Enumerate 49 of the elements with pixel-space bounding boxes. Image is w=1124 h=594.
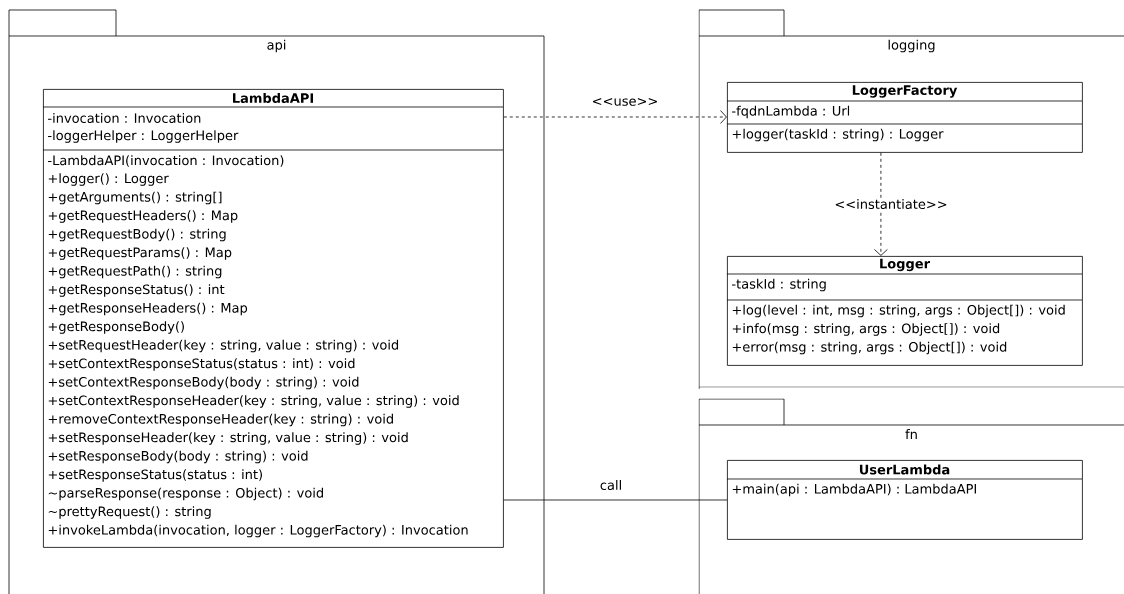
operation-text: +setResponseBody(body : string) : void [48,450,308,464]
class-name: LambdaAPI [233,92,314,104]
attribute-text: -fqdnLambda : Url [732,105,850,119]
class-name: Logger [880,258,930,272]
operation-text: +error(msg : string, args : Object[]) : void [732,341,1007,355]
operation-text: +invokeLambda(invocation, logger : LoggerFactory) : Invocation [48,524,468,538]
operation-text: +logger(taskId : string) : Logger [732,128,944,142]
class-box [726,82,1083,153]
attribute-text: -taskId : string [732,278,826,292]
operation-text: +getRequestPath() : string [48,265,222,279]
class-name: UserLambda [859,464,950,475]
association-line [503,499,728,501]
attribute-text: -loggerHelper : LoggerHelper [48,130,239,143]
operation-text: +setContextResponseStatus(status : int) : void [48,358,355,371]
operation-text: ~prettyRequest() : string [48,506,211,519]
package-frame [698,398,1124,594]
operation-text: +getArguments() : string[] [48,191,222,205]
package-name: fn [905,429,917,439]
package-name: logging [888,39,935,53]
operation-text: +getRequestBody() : string [48,228,226,242]
operation-text: -LambdaAPI(invocation : Invocation) [48,155,284,167]
class-box [726,256,1083,366]
operation-text: +removeContextResponseHeader(key : string) : void [48,413,393,427]
package-name: api [267,39,286,53]
dependency-arrow [874,152,888,256]
dependency-arrow [503,110,727,124]
edge-label: call [598,478,624,492]
operation-text: +setContextResponseHeader(key : string, value : string) : void [48,395,459,408]
operation-text: +log(level : int, msg : string, args : Object[]) : void [732,304,1065,318]
attribute-text: -invocation : Invocation [48,112,201,124]
edge-label: <<instantiate>> [833,197,949,211]
operation-text: +setContextResponseBody(body : string) : void [48,376,359,390]
operation-text: +logger() : Logger [48,173,169,186]
package-frame [8,9,545,594]
operation-text: +info(msg : string, args : Object[]) : void [732,323,1000,336]
operation-text: +setResponseStatus(status : int) [48,469,262,482]
edge-label: <<use>> [590,97,660,107]
class-box [726,460,1083,540]
operation-text: +getRequestHeaders() : Map [48,210,238,223]
class-box [42,89,504,548]
operation-text: +getRequestParams() : Map [48,247,232,260]
operation-text: ~parseResponse(response : Object) : void [48,487,323,501]
operation-text: +setResponseHeader(key : string, value : string) : void [48,432,408,445]
operation-text: +getResponseBody() [48,321,184,334]
operation-text: +getResponseHeaders() : Map [48,302,248,316]
class-name: LoggerFactory [852,85,958,98]
operation-text: +main(api : LambdaAPI) : LambdaAPI [732,483,976,497]
operation-text: +getResponseStatus() : int [48,284,225,297]
operation-text: +setRequestHeader(key : string, value : string) : void [48,339,399,353]
